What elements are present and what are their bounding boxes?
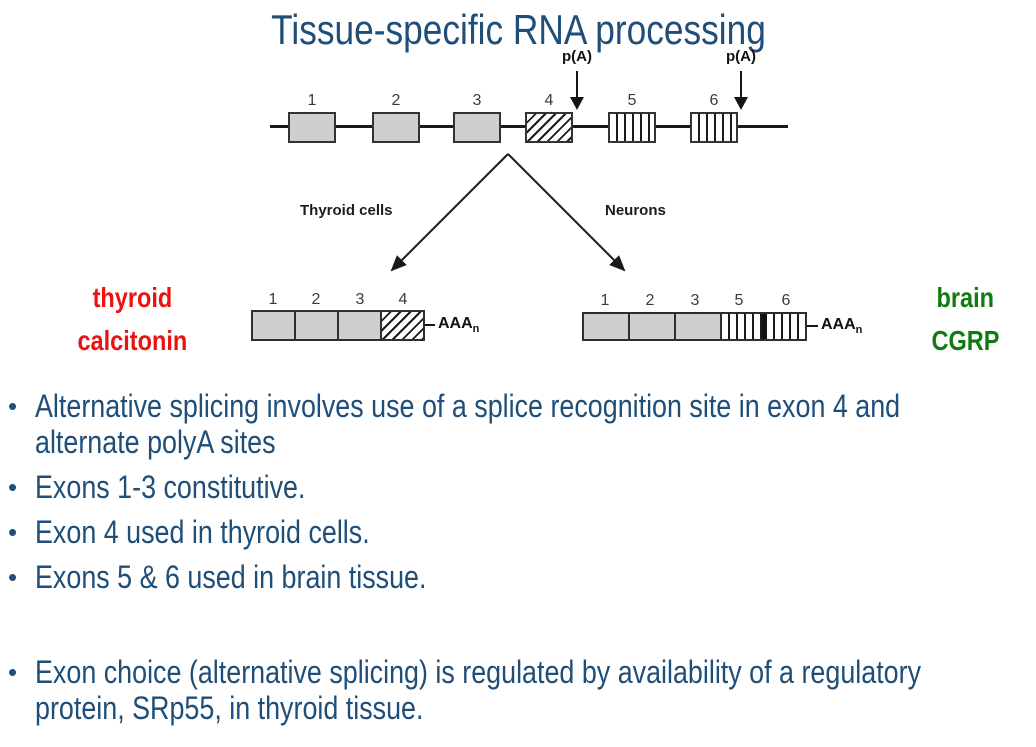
- cgrp-exon3-label: 3: [690, 292, 700, 309]
- bullet-line: Exons 1-3 constitutive.: [35, 469, 306, 505]
- bullet-dot: •: [8, 391, 18, 421]
- bullet-exons-1-3: • Exons 1-3 constitutive.: [6, 469, 1032, 505]
- calcitonin-exon3-cell: [337, 312, 380, 339]
- gene-exon4-label: 4: [544, 92, 554, 109]
- bullet-dot: •: [8, 472, 18, 502]
- cgrp-tail-sub: n: [855, 324, 863, 336]
- cgrp-mrna-box: [582, 312, 807, 341]
- bullet-exons-5-6: • Exons 5 & 6 used in brain tissue.: [6, 559, 1032, 595]
- cgrp-polya-tail: AAAn: [821, 316, 862, 336]
- bullet-dot: •: [8, 657, 18, 687]
- thyroid-cells-label: Thyroid cells: [300, 202, 393, 219]
- gene-exon6-label: 6: [709, 92, 719, 109]
- bullet-line: Alternative splicing involves use of a s…: [35, 388, 901, 424]
- bullet-dot: •: [8, 517, 18, 547]
- bullet-line: protein, SRp55, in thyroid tissue.: [35, 690, 424, 726]
- calcitonin-exon3-label: 3: [355, 291, 365, 308]
- cgrp-tail-aaa: AAA: [821, 316, 856, 333]
- brain-label-line2: CGRP: [931, 325, 999, 356]
- calcitonin-exon1-cell: [253, 312, 294, 339]
- calcitonin-tail-line: [425, 324, 435, 326]
- gene-exon3-box: [453, 112, 501, 143]
- bullet-line: Exons 5 & 6 used in brain tissue.: [35, 559, 427, 595]
- cgrp-exon-divider: [762, 314, 767, 339]
- bullet-dot: •: [8, 562, 18, 592]
- page-title: Tissue-specific RNA processing: [0, 6, 1036, 54]
- gene-exon6-box: [690, 112, 738, 143]
- polya-site2-arrowhead-icon: [734, 97, 748, 110]
- polya-site2-arrow-shaft: [740, 71, 742, 98]
- calcitonin-tail-aaa: AAA: [438, 315, 473, 332]
- calcitonin-exon4-cell: [380, 312, 423, 339]
- page-title-text: Tissue-specific RNA processing: [270, 6, 766, 53]
- thyroid-label-line1: thyroid: [92, 282, 173, 313]
- arrow-to-thyroid: [390, 153, 509, 272]
- thyroid-label-line2: calcitonin: [77, 325, 188, 356]
- gene-exon1-label: 1: [307, 92, 317, 109]
- cgrp-exon3-cell: [674, 314, 720, 339]
- calcitonin-mrna-box: [251, 310, 425, 341]
- cgrp-exon6-cell: [767, 314, 805, 339]
- cgrp-tail-line: [807, 325, 818, 327]
- cgrp-exon2-cell: [628, 314, 674, 339]
- gene-exon5-box: [608, 112, 656, 143]
- calcitonin-tail-sub: n: [472, 323, 480, 335]
- calcitonin-exon4-label: 4: [398, 291, 408, 308]
- bullet-exon-4: • Exon 4 used in thyroid cells.: [6, 514, 1032, 550]
- rna-processing-figure: 1 2 3 4 5 6 p(A) p(A) Thyr: [55, 48, 1030, 362]
- cgrp-exon1-label: 1: [600, 292, 610, 309]
- calcitonin-exon1-label: 1: [268, 291, 278, 308]
- gene-exon3-label: 3: [472, 92, 482, 109]
- gene-exon5-label: 5: [627, 92, 637, 109]
- bullet-list: • Alternative splicing involves use of a…: [6, 388, 1032, 735]
- bullet-line: Exon choice (alternative splicing) is re…: [35, 654, 922, 690]
- bullet-exon-choice: • Exon choice (alternative splicing) is …: [6, 654, 1032, 726]
- neurons-label: Neurons: [605, 202, 666, 219]
- bullet-line: Exon 4 used in thyroid cells.: [35, 514, 370, 550]
- gene-exon4-box: [525, 112, 573, 143]
- cgrp-exon6-label: 6: [781, 292, 791, 309]
- bullet-alternative-splicing: • Alternative splicing involves use of a…: [6, 388, 1032, 460]
- polya-site1-arrow-shaft: [576, 71, 578, 98]
- bullet-line: alternate polyA sites: [35, 424, 276, 460]
- cgrp-exon1-cell: [584, 314, 628, 339]
- gene-exon2-box: [372, 112, 420, 143]
- polya-site1-label: p(A): [562, 48, 592, 65]
- calcitonin-exon2-label: 2: [311, 291, 321, 308]
- gene-exon2-label: 2: [391, 92, 401, 109]
- thyroid-calcitonin-label: thyroid calcitonin: [55, 276, 210, 362]
- polya-site1-arrowhead-icon: [570, 97, 584, 110]
- cgrp-exon2-label: 2: [645, 292, 655, 309]
- cgrp-exon5-label: 5: [734, 292, 744, 309]
- gene-exon1-box: [288, 112, 336, 143]
- cgrp-exon5-cell: [720, 314, 762, 339]
- brain-cgrp-label: brain CGRP: [900, 276, 1030, 362]
- branch-arrows: [390, 153, 626, 272]
- brain-label-line1: brain: [936, 282, 994, 313]
- calcitonin-exon2-cell: [294, 312, 337, 339]
- polya-site2-label: p(A): [726, 48, 756, 65]
- arrow-to-neurons: [507, 153, 626, 272]
- calcitonin-polya-tail: AAAn: [438, 315, 479, 335]
